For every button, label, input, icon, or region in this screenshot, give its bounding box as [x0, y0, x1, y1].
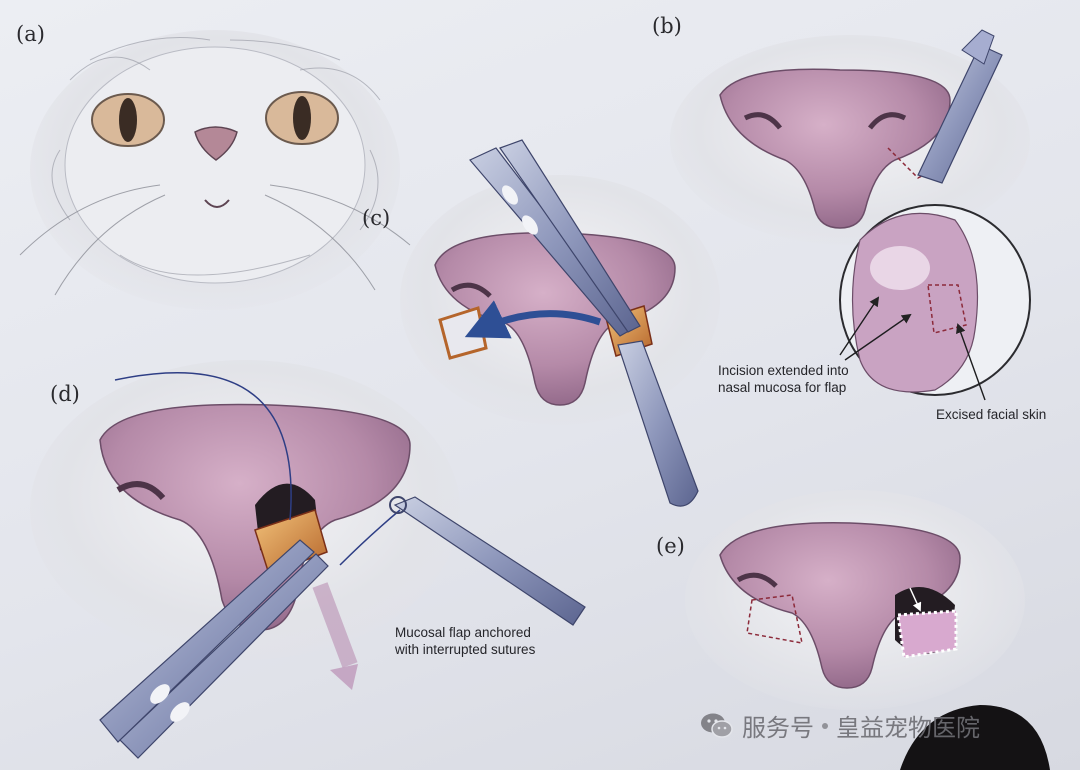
panel-label-c: (c) [362, 206, 391, 230]
forceps-c [469, 139, 641, 337]
panel-label-a: (a) [16, 22, 45, 46]
nose-shape-e [719, 522, 961, 689]
nose-panel-d [30, 360, 586, 759]
cat-nose [194, 126, 238, 161]
nose-panel-e [685, 490, 1025, 710]
forceps-d [99, 539, 329, 759]
sutured-flap-e [896, 609, 958, 659]
wechat-watermark: 服务号 皇益宠物医院 [700, 708, 980, 743]
nose-panel-c [400, 139, 720, 507]
scissors-c [617, 340, 699, 507]
watermark-prefix: 服务号 [742, 714, 814, 742]
panel-label-d: (d) [50, 382, 80, 406]
watermark-separator [822, 722, 828, 729]
caption-mucosal-flap: Mucosal flap anchored with interrupted s… [395, 625, 536, 657]
watermark-name: 皇益宠物医院 [836, 714, 980, 742]
direction-arrow-c [464, 300, 602, 339]
traction-arrow-d [312, 582, 358, 668]
mucosal-flap-d [254, 509, 328, 575]
scalpel-b [917, 29, 1003, 184]
cat-eye-right [265, 91, 339, 145]
panel-label-b: (b) [652, 14, 682, 38]
audience-head-silhouette [900, 705, 1050, 770]
caption-excised-skin: Excised facial skin [936, 407, 1047, 422]
nose-panel-b [670, 29, 1030, 245]
needle-holder-d [389, 496, 586, 626]
cat-eye-left [91, 93, 165, 147]
magnified-inset [839, 204, 1031, 401]
wechat-icon [700, 712, 734, 740]
caption-incision: Incision extended into nasal mucosa for … [718, 363, 849, 395]
nose-shape-b [719, 68, 951, 229]
suture-thread-d [114, 372, 292, 521]
cat-face-panel-a [19, 30, 411, 310]
excision-outline-e [746, 594, 803, 644]
panel-label-e: (e) [656, 534, 685, 558]
